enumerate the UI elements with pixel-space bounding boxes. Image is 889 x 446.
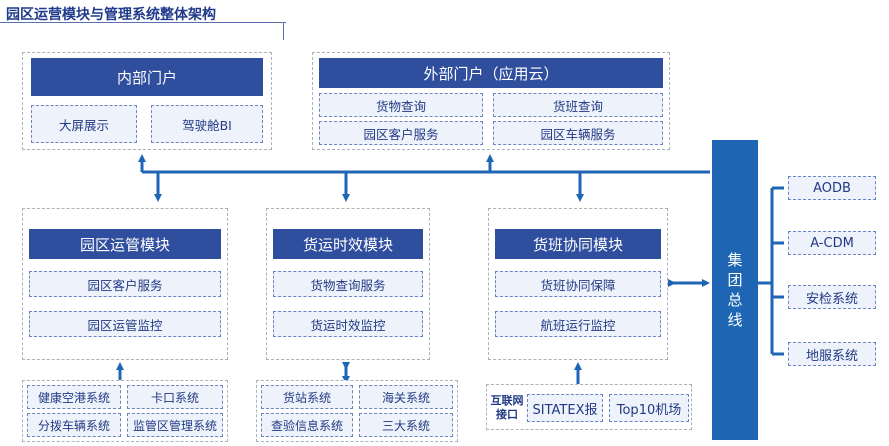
external-portal-frame: 外部门户（应用云） 货物查询 货班查询 园区客户服务 园区车辆服务 [312,52,670,150]
subsystem-inspection-info[interactable]: 查验信息系统 [261,413,353,437]
ops-subsystems-frame: 健康空港系统 卡口系统 分拨车辆系统 监管区管理系统 [22,380,228,442]
item-customer-service[interactable]: 园区客户服务 [319,121,483,145]
item-ops-monitor[interactable]: 园区运管监控 [29,311,221,337]
item-big-screen[interactable]: 大屏展示 [31,105,137,143]
item-flight-monitor[interactable]: 航班运行监控 [495,311,661,337]
subsystem-distribution-vehicle[interactable]: 分拨车辆系统 [27,413,121,437]
external-portal-header: 外部门户（应用云） [319,58,663,88]
system-ground-service[interactable]: 地服系统 [788,342,876,366]
internet-interface-label: 互联网接口 [490,394,524,421]
flight-subsystems-frame: 互联网接口 SITATEX报 Top10机场 [486,384,692,430]
system-acdm[interactable]: A-CDM [788,231,876,255]
item-ops-customer-service[interactable]: 园区客户服务 [29,271,221,297]
item-cockpit-bi[interactable]: 驾驶舱BI [151,105,263,143]
internal-portal-frame: 内部门户 大屏展示 驾驶舱BI [22,52,272,150]
system-security-check[interactable]: 安检系统 [788,285,876,309]
ops-module-frame: 园区运管模块 园区客户服务 园区运管监控 [22,208,228,360]
title-underline [0,22,286,23]
subsystem-sitatex[interactable]: SITATEX报 [527,394,603,422]
group-bus: 集团总线 [712,140,758,440]
flight-module-frame: 货班协同模块 货班协同保障 航班运行监控 [488,208,668,360]
item-flight-query[interactable]: 货班查询 [493,93,663,117]
subsystem-gate[interactable]: 卡口系统 [127,385,223,409]
subsystem-top10-airports[interactable]: Top10机场 [609,394,689,422]
subsystem-regulated-area[interactable]: 监管区管理系统 [127,413,223,437]
group-bus-label: 集团总线 [727,251,743,329]
subsystem-healthy-airport[interactable]: 健康空港系统 [27,385,121,409]
page-title: 园区运营模块与管理系统整体架构 [6,7,216,23]
subsystem-customs[interactable]: 海关系统 [359,385,453,409]
item-cargo-timeliness[interactable]: 货运时效监控 [273,311,423,337]
cargo-module-frame: 货运时效模块 货物查询服务 货运时效监控 [266,208,430,360]
ops-module-header: 园区运管模块 [29,229,221,259]
cargo-subsystems-frame: 货站系统 海关系统 查验信息系统 三大系统 [256,380,458,442]
item-cargo-query[interactable]: 货物查询 [319,93,483,117]
item-vehicle-service[interactable]: 园区车辆服务 [493,121,663,145]
subsystem-three-major[interactable]: 三大系统 [359,413,453,437]
subsystem-cargo-station[interactable]: 货站系统 [261,385,353,409]
system-aodb[interactable]: AODB [788,176,876,200]
cargo-module-header: 货运时效模块 [273,229,423,259]
title-tick [283,22,284,40]
item-flight-coordination[interactable]: 货班协同保障 [495,271,661,297]
item-cargo-query-service[interactable]: 货物查询服务 [273,271,423,297]
internal-portal-header: 内部门户 [31,58,263,96]
flight-module-header: 货班协同模块 [495,229,661,259]
